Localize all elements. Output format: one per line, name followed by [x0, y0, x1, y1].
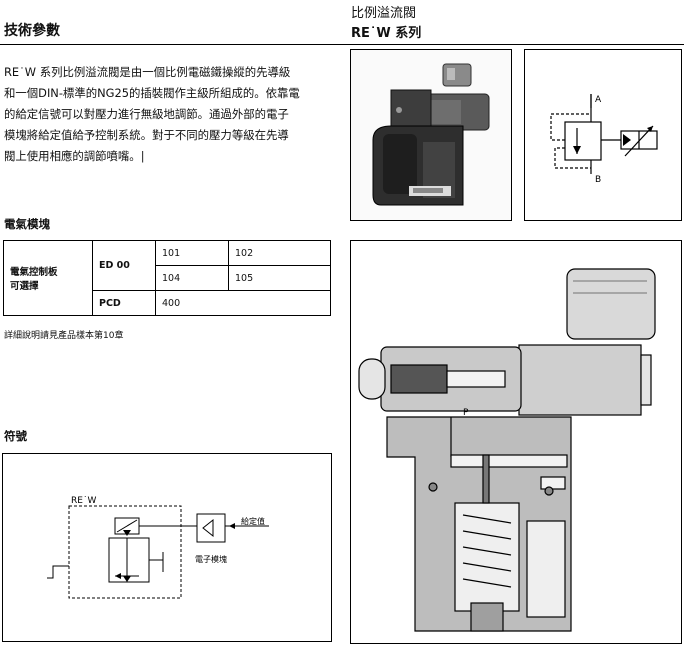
electronics-table: 電氣控制板 可選擇 ED 00 101 102 104 105 PCD 400	[3, 240, 331, 316]
product-photo	[350, 49, 512, 221]
series-name: RE˙W 系列	[351, 26, 422, 41]
setpoint-label: 給定值	[241, 516, 265, 526]
description-line: 的給定信號可以對壓力進行無級地調節。通過外部的電子	[4, 107, 289, 121]
port-p-label: P	[463, 408, 469, 418]
description-paragraph: RE˙W 系列比例溢流閥是由一個比例電磁鐵操縱的先導級 和一個DIN-標準的NG…	[4, 62, 340, 167]
cross-section-drawing: P	[358, 268, 656, 632]
valve-photo-illustration	[351, 50, 511, 220]
port-b-label: B	[595, 175, 601, 185]
description-line: 閥上使用相應的調節噴嘴。|	[4, 149, 145, 163]
product-name: 比例溢流閥	[351, 6, 417, 21]
electronics-note: 詳細說明請見產品樣本第10章	[4, 331, 124, 341]
symbol-diagram-box: RE˙W 給定值 電子模塊	[2, 453, 332, 642]
port-a-label: A	[595, 95, 602, 105]
module-label: 電子模塊	[195, 554, 227, 564]
section-title: 技術參數	[4, 23, 60, 39]
electronics-title: 電氣模塊	[4, 217, 50, 231]
header-rule	[0, 44, 684, 45]
table-cell: 105	[228, 265, 331, 291]
table-row-header-line: 電氣控制板	[10, 267, 58, 278]
table-group-name: ED 00	[92, 240, 156, 291]
table-row-header: 電氣控制板 可選擇	[3, 240, 93, 316]
description-line: 和一個DIN-標準的NG25的插裝閥作主級所組成的。依靠電	[4, 86, 300, 100]
valve-label: RE˙W	[71, 496, 96, 506]
table-group-name: PCD	[92, 290, 156, 316]
description-line: 模塊將給定值給予控制系統。對于不同的壓力等級在先導	[4, 128, 289, 142]
cross-section-box: P	[350, 240, 682, 644]
symbol-title: 符號	[4, 429, 27, 443]
description-line: RE˙W 系列比例溢流閥是由一個比例電磁鐵操縱的先導級	[4, 65, 291, 79]
table-cell: 101	[155, 240, 229, 266]
table-row-header-line: 可選擇	[10, 281, 39, 292]
table-cell: 400	[155, 290, 331, 316]
hydraulic-symbol-box: A B	[524, 49, 682, 221]
table-cell: 104	[155, 265, 229, 291]
table-cell: 102	[228, 240, 331, 266]
